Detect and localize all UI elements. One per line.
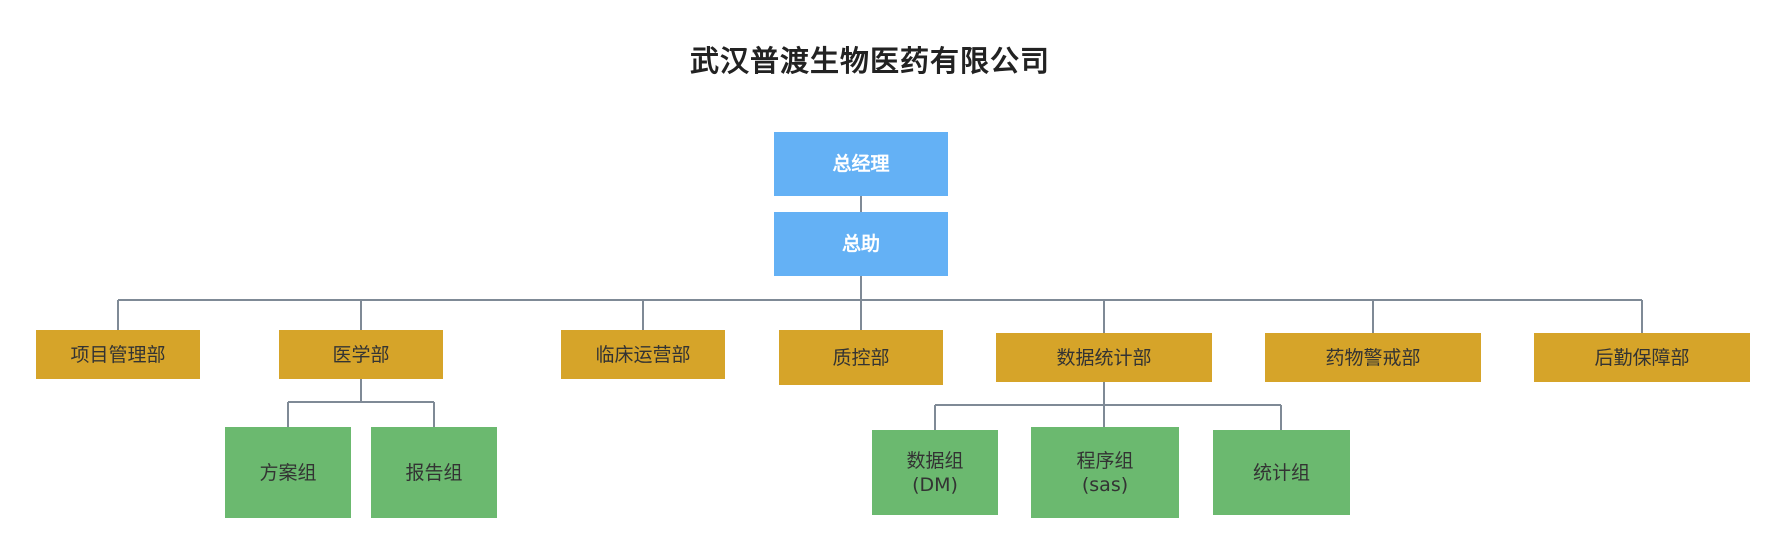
node-data-group-label: 数据组	[906, 449, 964, 472]
node-medical-dept: 医学部	[279, 330, 443, 379]
node-project-management-dept-label: 项目管理部	[70, 343, 166, 366]
node-data-statistics-dept-label: 数据统计部	[1056, 346, 1152, 369]
node-project-management-dept: 项目管理部	[36, 330, 200, 379]
node-report-group: 报告组	[371, 427, 497, 518]
node-statistics-group-label: 统计组	[1252, 461, 1310, 484]
node-pharmacovigilance-dept: 药物警戒部	[1265, 333, 1481, 382]
node-plan-group-label: 方案组	[259, 461, 317, 484]
node-general-manager-label: 总经理	[832, 153, 890, 175]
node-program-group-sublabel: (sas)	[1081, 473, 1129, 496]
chart-title: 武汉普渡生物医药有限公司	[689, 44, 1050, 78]
node-general-assistant-label: 总助	[841, 233, 880, 255]
node-data-group-sublabel: (DM)	[912, 473, 958, 496]
node-logistics-dept: 后勤保障部	[1534, 333, 1750, 382]
node-program-group-label: 程序组	[1076, 449, 1134, 472]
node-quality-control-dept: 质控部	[779, 330, 943, 385]
node-clinical-operations-dept: 临床运营部	[561, 330, 725, 379]
node-plan-group: 方案组	[225, 427, 351, 518]
node-report-group-label: 报告组	[405, 461, 463, 484]
node-program-group: 程序组 (sas)	[1031, 427, 1179, 518]
node-clinical-operations-dept-label: 临床运营部	[595, 343, 691, 366]
node-data-statistics-dept: 数据统计部	[996, 333, 1212, 382]
node-logistics-dept-label: 后勤保障部	[1594, 346, 1690, 369]
node-general-manager: 总经理	[774, 132, 948, 196]
node-pharmacovigilance-dept-label: 药物警戒部	[1325, 346, 1421, 369]
node-statistics-group: 统计组	[1213, 430, 1350, 515]
node-general-assistant: 总助	[774, 212, 948, 276]
node-quality-control-dept-label: 质控部	[832, 346, 890, 369]
node-data-group: 数据组 (DM)	[872, 430, 998, 515]
node-medical-dept-label: 医学部	[332, 343, 390, 366]
